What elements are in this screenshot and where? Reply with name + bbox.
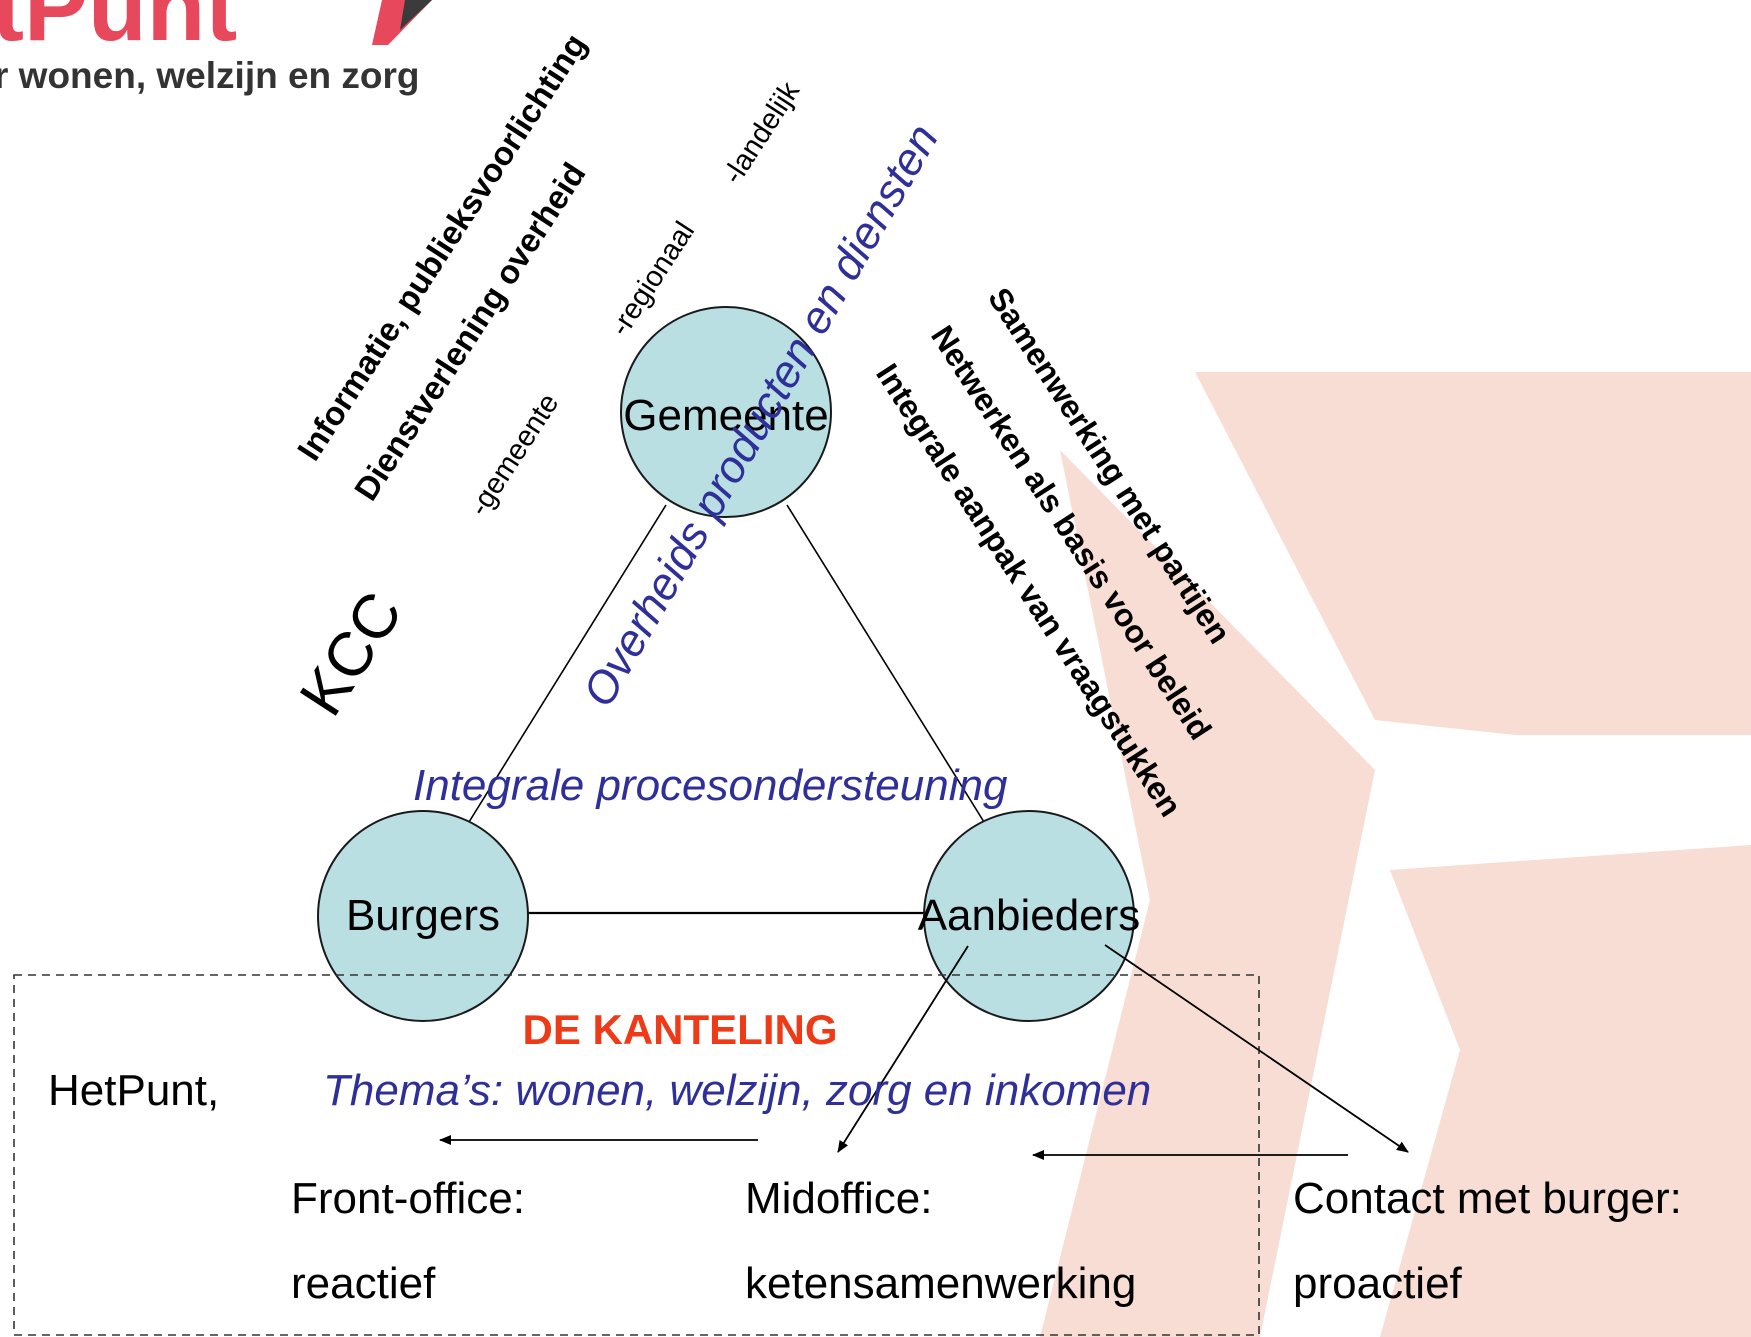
edge-gemeente-aanbieders: [786, 504, 985, 823]
logo: tPunt r wonen, welzijn en zorg: [0, 0, 432, 96]
arrow-aanbieders-to-contact: [1104, 944, 1409, 1153]
node-burgers: [317, 810, 529, 1022]
contact-value: proactief: [1293, 1259, 1463, 1308]
arrow-aanbieders-to-midoffice: [837, 945, 969, 1153]
background-star-shape: [1040, 372, 1751, 1337]
node-gemeente: [620, 306, 832, 518]
node-aanbieders: [923, 810, 1135, 1022]
kanteling-dashed-box: [13, 974, 1260, 1336]
node-aanbieders-label: Aanbieders: [918, 891, 1141, 940]
front-office-value: reactief: [291, 1259, 436, 1308]
label-hetpunt: HetPunt,: [48, 1066, 219, 1115]
label-level-landelijk: -landelijk: [717, 76, 806, 190]
label-themas: Thema’s: wonen, welzijn, zorg en inkomen: [323, 1066, 1151, 1115]
node-gemeente-label: Gemeente: [623, 391, 828, 440]
kanteling-title: DE KANTELING: [523, 1006, 838, 1053]
logo-brand-text: tPunt: [0, 0, 237, 61]
label-level-gemeente: -gemeente: [463, 388, 565, 522]
logo-tagline: r wonen, welzijn en zorg: [0, 55, 420, 96]
midoffice-label: Midoffice:: [745, 1174, 933, 1223]
front-office-label: Front-office:: [291, 1174, 525, 1223]
logo-mark-accent-icon: [400, 0, 432, 30]
label-integrale-procesondersteuning: Integrale procesondersteuning: [413, 761, 1008, 810]
label-kcc: KCC: [287, 580, 416, 727]
node-burgers-label: Burgers: [346, 891, 500, 940]
edge-gemeente-burgers: [468, 504, 667, 823]
midoffice-value: ketensamenwerking: [745, 1259, 1136, 1308]
contact-label: Contact met burger:: [1293, 1174, 1682, 1223]
